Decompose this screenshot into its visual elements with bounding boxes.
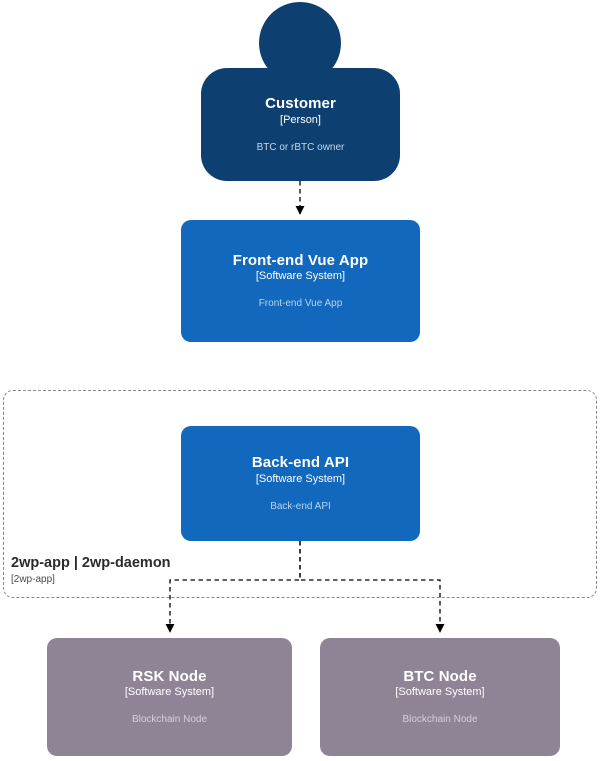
boundary-title: 2wp-app | 2wp-daemon (11, 555, 171, 571)
rsk-node-subtitle: [Software System] (124, 686, 215, 699)
node-customer[interactable]: Customer [Person] BTC or rBTC owner (201, 2, 400, 181)
boundary-subtitle: [2wp-app] (11, 574, 55, 586)
btc-node-description: Blockchain Node (402, 714, 478, 726)
customer-title: Customer (265, 95, 336, 113)
backend-description: Back-end API (270, 500, 331, 512)
customer-body-shape (201, 68, 400, 181)
btc-node-title: BTC Node (403, 667, 477, 685)
rsk-node-title: RSK Node (132, 667, 207, 685)
node-frontend-vue-app[interactable]: Front-end Vue App [Software System] Fron… (181, 220, 420, 342)
customer-label-group: Customer [Person] BTC or rBTC owner (201, 68, 400, 181)
boundary-label: 2wp-app | 2wp-daemon [2wp-app] (11, 555, 311, 586)
btc-node-subtitle: [Software System] (395, 686, 485, 699)
frontend-subtitle: [Software System] (255, 270, 346, 283)
boundary-2wp-app (3, 390, 597, 598)
node-backend-api[interactable]: Back-end API [Software System] Back-end … (181, 426, 420, 541)
node-rsk-node[interactable]: RSK Node [Software System] Blockchain No… (47, 638, 292, 756)
customer-subtitle: [Person] (280, 113, 321, 126)
frontend-title: Front-end Vue App (232, 251, 369, 269)
rsk-node-description: Blockchain Node (131, 714, 208, 726)
node-btc-node[interactable]: BTC Node [Software System] Blockchain No… (320, 638, 560, 756)
customer-description: BTC or rBTC owner (256, 141, 345, 153)
backend-subtitle: [Software System] (255, 472, 346, 485)
frontend-description: Front-end Vue App (258, 298, 343, 310)
backend-title: Back-end API (251, 454, 350, 472)
